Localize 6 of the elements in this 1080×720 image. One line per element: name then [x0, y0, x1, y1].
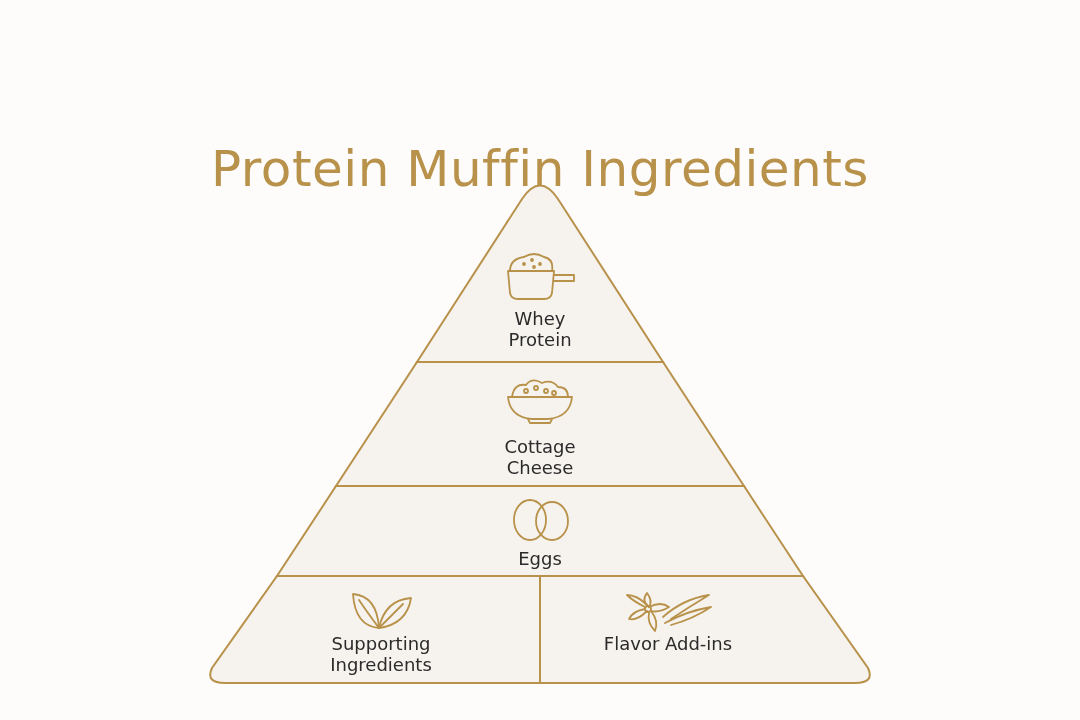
tier-label: Supporting Ingredients — [329, 633, 433, 675]
title: Protein Muffin Ingredients — [210, 140, 870, 198]
tier-label: Flavor Add-ins — [602, 633, 734, 654]
tier-label: Cottage Cheese — [503, 436, 577, 478]
tier-label: Whey Protein — [507, 308, 573, 350]
tier-label: Eggs — [517, 548, 563, 569]
